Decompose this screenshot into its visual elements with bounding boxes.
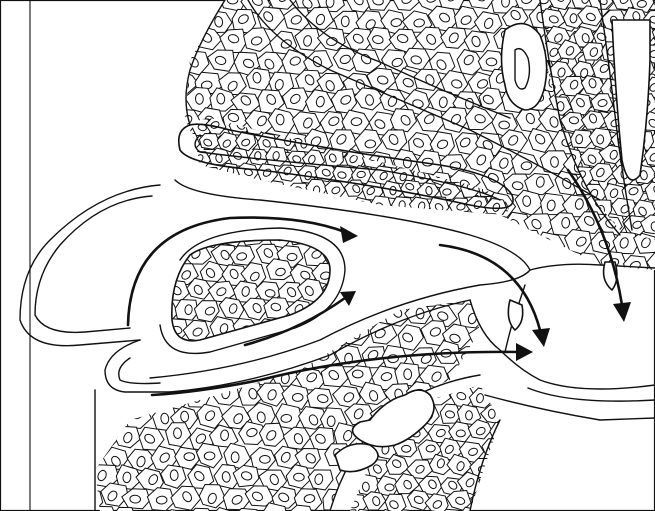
cell-nucleus — [220, 430, 229, 441]
cell-nucleus — [130, 495, 141, 504]
cell-nucleus — [293, 473, 304, 481]
cell-nucleus — [442, 188, 451, 195]
cell-nucleus — [341, 16, 349, 27]
cell-nucleus — [575, 134, 583, 144]
cell-nucleus — [402, 445, 411, 452]
cell-nucleus — [550, 156, 559, 167]
cell-nucleus — [499, 121, 510, 129]
cell-nucleus — [404, 369, 412, 380]
cell-nucleus — [195, 93, 203, 104]
cell-nucleus — [362, 482, 370, 492]
cell-nucleus — [287, 253, 297, 261]
cell-nucleus — [357, 171, 366, 178]
cell-nucleus — [170, 470, 178, 481]
cell-nucleus — [385, 484, 394, 491]
cell-nucleus — [204, 452, 215, 461]
cell-nucleus — [276, 114, 285, 125]
cell-nucleus — [180, 411, 188, 422]
cell-nucleus — [562, 217, 570, 228]
cell-nucleus — [597, 135, 604, 145]
cell-nucleus — [184, 453, 195, 461]
cell-nucleus — [486, 58, 497, 66]
cell-nucleus — [156, 496, 167, 505]
cell-nucleus — [569, 116, 579, 124]
cell-nucleus — [173, 428, 182, 439]
cell-nucleus — [231, 452, 239, 463]
cell-nucleus — [466, 411, 473, 420]
cell-nucleus — [352, 370, 363, 378]
cell-nucleus — [292, 393, 303, 401]
cell-nucleus — [260, 456, 271, 464]
cell-nucleus — [327, 416, 335, 427]
cell-nucleus — [488, 409, 495, 419]
cell-nucleus — [403, 157, 411, 168]
cell-nucleus — [425, 186, 432, 195]
cell-nucleus — [456, 430, 465, 437]
cell-nucleus — [501, 0, 509, 7]
